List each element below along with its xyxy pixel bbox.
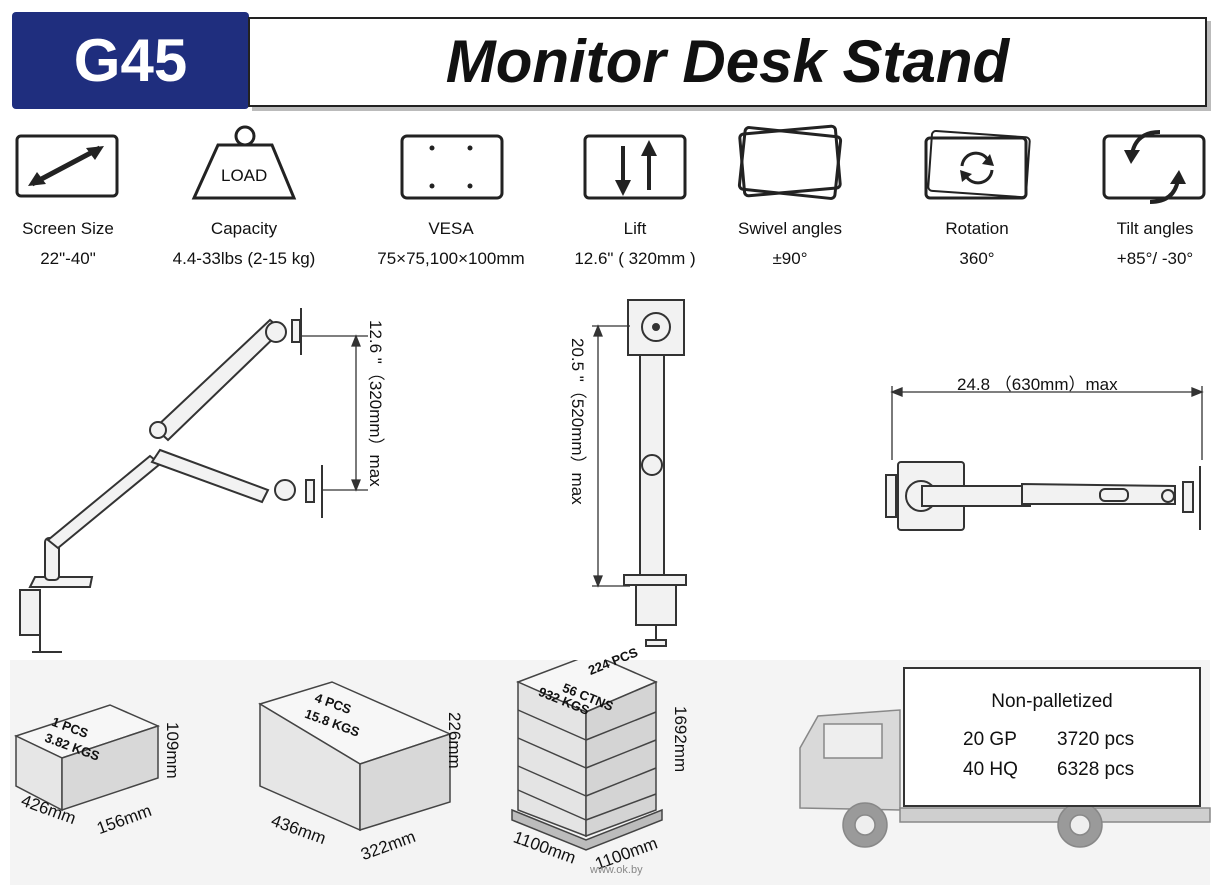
screen-size-icon — [15, 134, 119, 198]
pallet-stack — [511, 660, 663, 851]
load-weight-icon — [191, 125, 297, 200]
spec-value-vesa: 75×75,100×100mm — [377, 249, 525, 268]
spec-icons — [15, 124, 1206, 204]
page-title: Monitor Desk Stand — [445, 28, 1010, 95]
lift-arrows-icon — [583, 134, 687, 200]
front-view-drawing — [623, 299, 687, 647]
box2-height: 226mm — [445, 712, 464, 769]
qty-20gp: 3720 pcs — [1057, 729, 1135, 750]
model-code: G45 — [73, 27, 188, 94]
tilt-icon — [1102, 130, 1206, 204]
vesa-plate-icon — [400, 134, 504, 200]
side-view-drawing — [19, 308, 323, 653]
spec-value-screen-size: 22"-40" — [40, 249, 96, 268]
front-view-dimension-line — [592, 324, 630, 588]
pallet-height: 1692mm — [671, 706, 690, 773]
single-box — [13, 704, 161, 812]
rotation-icon — [924, 129, 1031, 200]
top-view-drawing — [885, 461, 1201, 531]
lift-range-label: 12.6 "（320mm）max — [366, 320, 385, 487]
load-icon-text: LOAD — [221, 166, 268, 185]
truck-illustration — [799, 709, 1211, 848]
height-max-label: 20.5 "（520mm）max — [568, 338, 587, 505]
shipping-heading: Non-palletized — [991, 691, 1113, 712]
container-40hq: 40 HQ — [963, 759, 1018, 780]
container-20gp: 20 GP — [963, 729, 1017, 750]
spec-value-rotation: 360° — [959, 249, 995, 268]
shipping-info-box: Non-palletized 20 GP 3720 pcs 40 HQ 6328… — [903, 667, 1201, 807]
package-drawings — [13, 660, 1211, 851]
swivel-icon — [737, 124, 843, 200]
spec-label-vesa: VESA — [428, 219, 474, 238]
four-pack-box — [258, 681, 453, 832]
spec-label-swivel: Swivel angles — [738, 219, 842, 238]
watermark: www.ok.by — [590, 864, 643, 876]
spec-value-tilt: +85°/ -30° — [1116, 249, 1194, 268]
spec-value-swivel: ±90° — [772, 249, 808, 268]
box1-height: 109mm — [163, 722, 182, 779]
spec-label-lift: Lift — [623, 219, 647, 238]
spec-value-lift: 12.6" ( 320mm ) — [574, 249, 696, 268]
spec-value-capacity: 4.4-33lbs (2-15 kg) — [172, 249, 316, 268]
side-view-dimension-line — [302, 334, 368, 492]
model-badge: G45 — [12, 12, 249, 109]
qty-40hq: 6328 pcs — [1057, 759, 1135, 780]
top-view-dimension-line — [890, 386, 1204, 460]
spec-label-screen-size: Screen Size — [22, 219, 114, 238]
technical-drawings — [19, 299, 1204, 653]
spec-label-tilt: Tilt angles — [1116, 219, 1194, 238]
spec-label-rotation: Rotation — [945, 219, 1009, 238]
title-box: Monitor Desk Stand — [248, 17, 1207, 107]
spec-label-capacity: Capacity — [210, 219, 278, 238]
reach-max-label: 24.8 （630mm）max — [957, 375, 1118, 394]
